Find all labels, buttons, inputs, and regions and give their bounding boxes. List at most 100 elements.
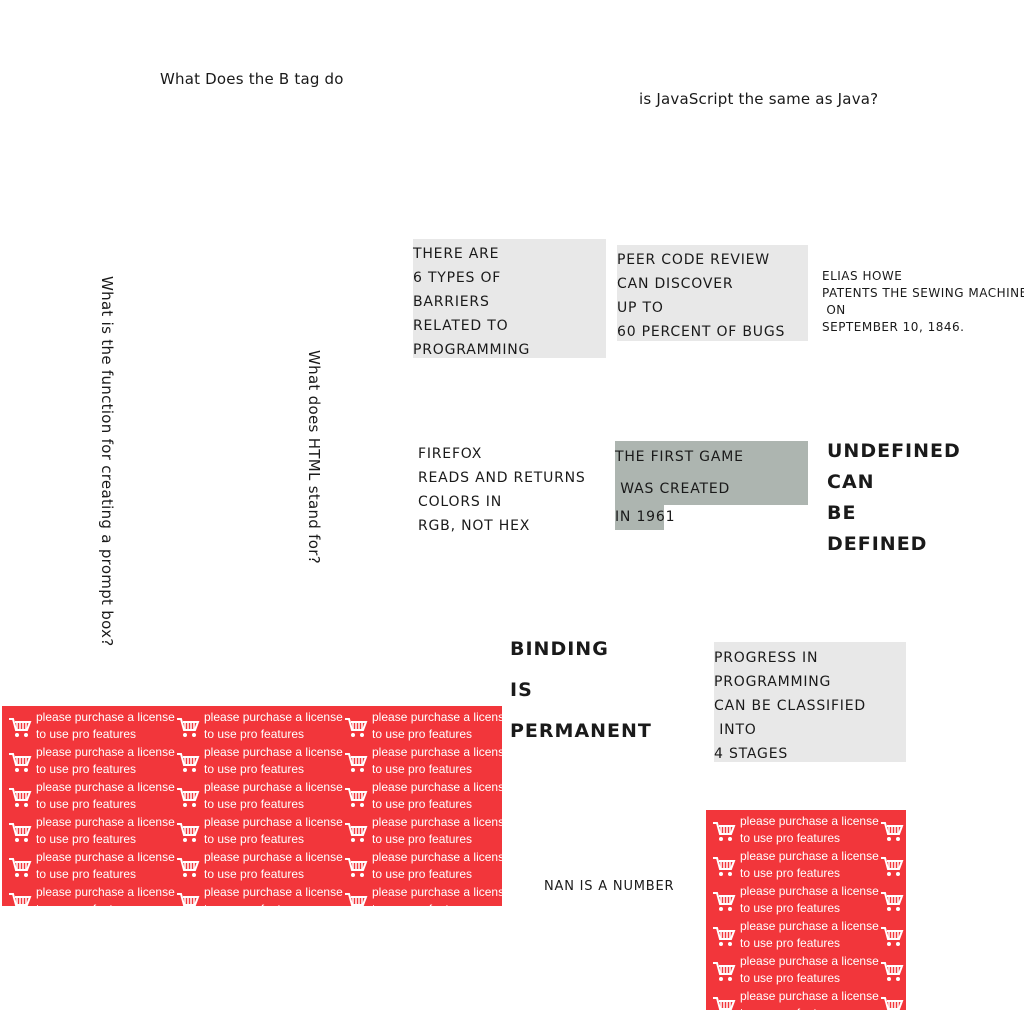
watermark-tile: please purchase a license to use pro feat…	[170, 706, 343, 741]
shopping-cart-icon	[881, 927, 904, 946]
question-b-tag: What Does the B tag do	[160, 70, 344, 88]
fact-line: UNDEFINED	[827, 440, 961, 462]
watermark-text: please purchase a license to use pro feat…	[372, 849, 502, 883]
watermark-line: please purchase a license	[372, 815, 502, 829]
watermark-line: please purchase a license	[740, 814, 879, 828]
watermark-line: please purchase a license	[36, 815, 175, 829]
watermark-line: please purchase a license	[36, 885, 175, 899]
watermark-tile	[874, 845, 906, 880]
shopping-cart-icon	[713, 997, 736, 1010]
fact-line: CAN	[827, 471, 875, 493]
watermark-line: to use pro features	[36, 797, 137, 811]
watermark-line: please purchase a license	[740, 919, 879, 933]
shopping-cart-icon	[345, 753, 368, 772]
watermark-line: to use pro features	[372, 797, 473, 811]
shopping-cart-icon	[345, 858, 368, 877]
watermark-text: please purchase a license to use pro feat…	[204, 709, 343, 743]
fact-barriers: THERE ARE 6 TYPES OF BARRIERS RELATED TO…	[413, 239, 606, 358]
fact-line: CAN BE CLASSIFIED	[714, 698, 866, 714]
fact-elias-howe: ELIAS HOWE PATENTS THE SEWING MACHINE ON…	[822, 268, 1024, 336]
fact-line: READS AND RETURNS	[418, 470, 586, 486]
watermark-line: to use pro features	[740, 1005, 879, 1010]
shopping-cart-icon	[345, 788, 368, 807]
shopping-cart-icon	[177, 718, 200, 737]
watermark-block-right: please purchase a license to use pro feat…	[706, 810, 906, 1010]
fact-binding: BINDING IS PERMANENT	[510, 629, 690, 752]
shopping-cart-icon	[881, 892, 904, 911]
question-prompt-box: What is the function for creating a prom…	[98, 276, 116, 647]
watermark-line: to use pro features	[204, 727, 305, 741]
watermark-line: to use pro features	[372, 727, 473, 741]
watermark-line: to use pro features	[36, 867, 137, 881]
shopping-cart-icon	[177, 858, 200, 877]
shopping-cart-icon	[881, 962, 904, 981]
watermark-line: please purchase a license	[204, 780, 343, 794]
watermark-line: please purchase a license	[372, 850, 502, 864]
watermark-line: to use pro features	[372, 901, 502, 906]
fact-line: IS	[510, 679, 533, 701]
fact-undefined: UNDEFINED CAN BE DEFINED	[827, 436, 1017, 560]
fact-progress: PROGRESS IN PROGRAMMING CAN BE CLASSIFIE…	[714, 642, 906, 762]
watermark-block-left: please purchase a license to use pro feat…	[2, 706, 502, 906]
watermark-line: please purchase a license	[372, 885, 502, 899]
fact-firefox: FIREFOX READS AND RETURNS COLORS IN RGB,…	[418, 442, 598, 538]
watermark-line: to use pro features	[204, 797, 305, 811]
shopping-cart-icon	[177, 753, 200, 772]
fact-line: BINDING	[510, 638, 609, 660]
watermark-line: please purchase a license	[36, 745, 175, 759]
watermark-text: please purchase a license to use pro feat…	[204, 849, 343, 883]
watermark-line: to use pro features	[204, 867, 305, 881]
fact-line: BE	[827, 502, 857, 524]
watermark-line: to use pro features	[740, 971, 841, 985]
watermark-line: please purchase a license	[36, 710, 175, 724]
fact-line: 60 PERCENT OF BUGS	[617, 324, 786, 340]
fact-line: THE FIRST GAME	[615, 441, 808, 473]
watermark-line: please purchase a license	[740, 954, 879, 968]
watermark-text: please purchase a license to use pro feat…	[204, 779, 343, 813]
watermark-line: to use pro features	[740, 901, 841, 915]
watermark-tile: please purchase a license to use pro feat…	[2, 776, 175, 811]
shopping-cart-icon	[9, 788, 32, 807]
shopping-cart-icon	[9, 718, 32, 737]
watermark-tile: please purchase a license to use pro feat…	[706, 950, 879, 985]
watermark-line: to use pro features	[204, 762, 305, 776]
watermark-tile	[874, 950, 906, 985]
watermark-line: please purchase a license	[36, 780, 175, 794]
watermark-tile: please purchase a license to use pro feat…	[706, 915, 879, 950]
fact-line: CAN DISCOVER	[617, 276, 734, 292]
watermark-line: to use pro features	[204, 832, 305, 846]
fact-line: UP TO	[617, 300, 664, 316]
fact-line: WAS CREATED	[615, 473, 808, 505]
watermark-line: please purchase a license	[740, 884, 879, 898]
watermark-tile	[874, 810, 906, 845]
watermark-line: please purchase a license	[204, 710, 343, 724]
fact-line: DEFINED	[827, 533, 928, 555]
fact-line: PEER CODE REVIEW	[617, 252, 770, 268]
question-javascript-java: is JavaScript the same as Java?	[639, 90, 879, 108]
watermark-line: please purchase a license	[204, 850, 343, 864]
watermark-line: to use pro features	[740, 936, 841, 950]
watermark-line: please purchase a license	[740, 849, 879, 863]
watermark-line: to use pro features	[372, 867, 473, 881]
watermark-tile: please purchase a license to use pro feat…	[338, 881, 502, 906]
